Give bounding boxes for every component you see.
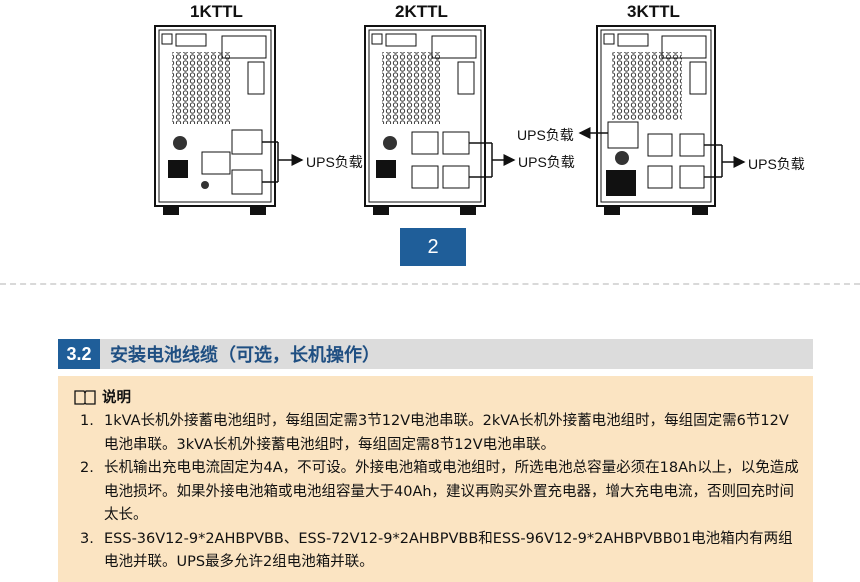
note-item: 2. 长机输出充电电流固定为4A，不可设。外接电池箱或电池组时，所选电池总容量必… (80, 457, 800, 528)
load-label-2: UPS负载 (518, 154, 575, 170)
ups-unit-2k (364, 25, 486, 215)
model-label-3k: 3KTTL (627, 2, 680, 21)
load-connection-lines (262, 127, 746, 183)
note-box: 说明 1. 1kVA长机外接蓄电池组时，每组固定需3节12V电池串联。2kVA长… (58, 376, 813, 582)
ups-units-drawing (154, 25, 746, 215)
note-item-text: ESS-36V12-9*2AHBPVBB、ESS-72V12-9*2AHBPVB… (104, 530, 793, 571)
ups-rear-panel-diagram: 1KTTL 2KTTL 3KTTL (0, 0, 860, 270)
section-title: 安装电池线缆（可选，长机操作） (110, 345, 380, 366)
note-item-number: 3. (80, 530, 94, 547)
model-label-2k: 2KTTL (395, 2, 448, 21)
note-heading-label: 说明 (102, 390, 131, 406)
note-item-text: 长机输出充电电流固定为4A，不可设。外接电池箱或电池组时，所选电池总容量必须在1… (104, 460, 799, 523)
ups-unit-3k (596, 25, 716, 215)
note-item-text: 1kVA长机外接蓄电池组时，每组固定需3节12V电池串联。2kVA长机外接蓄电池… (104, 413, 789, 453)
load-label-1: UPS负载 (306, 154, 363, 170)
model-label-1k: 1KTTL (190, 2, 243, 21)
load-label-4: UPS负载 (748, 156, 805, 172)
note-item-number: 2. (80, 460, 94, 476)
step-number-badge: 2 (400, 228, 466, 266)
note-list: 1. 1kVA长机外接蓄电池组时，每组固定需3节12V电池串联。2kVA长机外接… (80, 410, 800, 575)
page-divider (0, 283, 860, 285)
load-label-3: UPS负载 (517, 127, 574, 143)
note-item: 1. 1kVA长机外接蓄电池组时，每组固定需3节12V电池串联。2kVA长机外接… (80, 410, 800, 457)
note-heading: 说明 (74, 386, 131, 407)
section-header: 3.2 安装电池线缆（可选，长机操作） (58, 339, 813, 369)
note-item-number: 1. (80, 413, 94, 429)
note-item: 3. ESS-36V12-9*2AHBPVBB、ESS-72V12-9*2AHB… (80, 528, 800, 575)
ups-unit-1k (154, 25, 276, 215)
book-icon (74, 389, 96, 405)
section-number: 3.2 (58, 339, 100, 369)
